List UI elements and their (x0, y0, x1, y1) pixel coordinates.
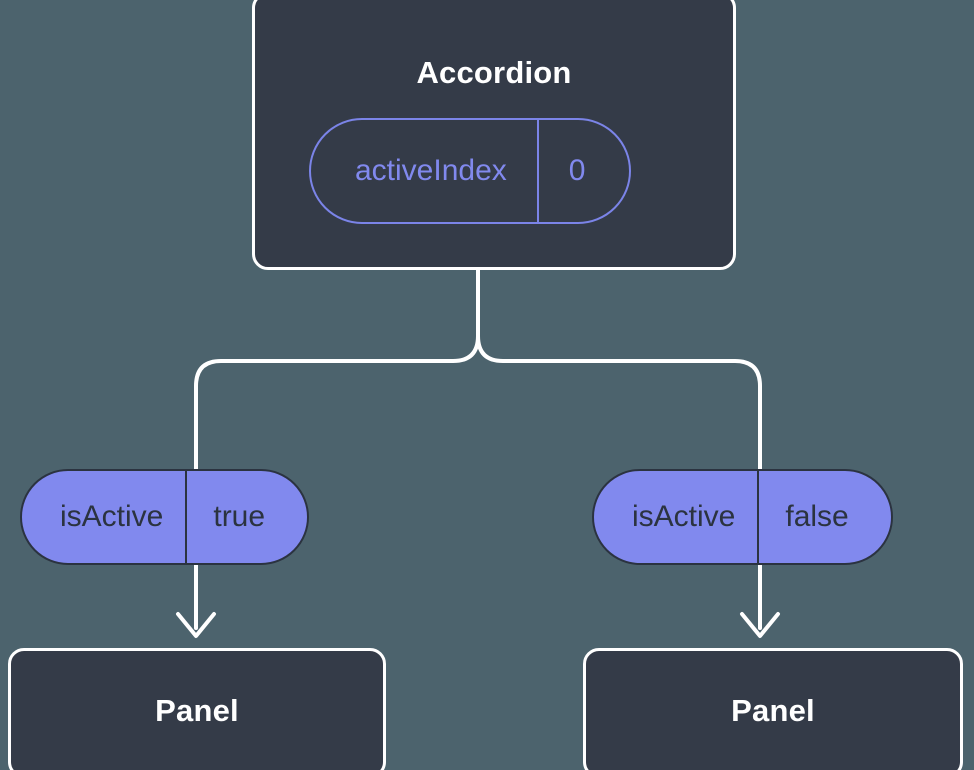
state-pill-activeindex-value: 0 (568, 154, 586, 187)
prop-pill-isactive-true-key: isActive (22, 471, 188, 563)
state-pill-activeindex-key: activeIndex (311, 120, 539, 222)
state-pill-activeindex[interactable]: activeIndex 0 (309, 118, 632, 224)
prop-pill-isactive-true-value: true (213, 500, 266, 533)
arrowhead-right-icon (740, 612, 780, 638)
node-panel-right-title: Panel (731, 692, 815, 728)
node-panel-right[interactable]: Panel (583, 648, 963, 770)
arrowhead-left-icon (176, 612, 216, 638)
node-panel-left-title: Panel (155, 692, 239, 728)
connector-root-split (194, 268, 480, 471)
connector-root-split-right (476, 268, 762, 471)
node-accordion-title: Accordion (416, 55, 572, 90)
node-panel-left[interactable]: Panel (8, 648, 386, 770)
prop-pill-isactive-true[interactable]: isActive true (20, 469, 310, 565)
prop-pill-isactive-false-key: isActive (594, 471, 760, 563)
prop-pill-isactive-false[interactable]: isActive false (592, 469, 893, 565)
prop-pill-isactive-false-value: false (785, 500, 849, 533)
